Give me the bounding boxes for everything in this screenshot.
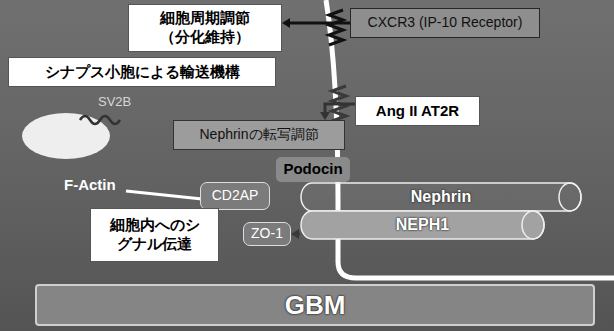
label-text: SV2B: [98, 94, 131, 109]
sv2b-protein: [80, 116, 120, 124]
process-box: Nephrinの転写調節: [173, 120, 345, 150]
node-text: Nephrin: [411, 187, 471, 207]
node-text: GBM: [285, 289, 346, 322]
protein-box: CD2AP: [200, 182, 270, 210]
arrow-connector: [282, 18, 350, 28]
protein-shape: Podocin: [276, 157, 350, 182]
receptor-box: Ang II AT2R: [355, 96, 480, 126]
process-box: 細胞周期調節 （分化維持）: [128, 4, 282, 52]
node-text: Podocin: [283, 160, 342, 179]
node-text: 細胞周期調節 （分化維持）: [135, 9, 275, 47]
arrow-line: [289, 22, 350, 25]
label-text: F-Actin: [64, 176, 116, 193]
membrane-band: GBM: [35, 284, 595, 326]
protein-cylinder: Nephrin: [300, 182, 582, 212]
receptor-box: CXCR3 (IP-10 Receptor): [350, 8, 540, 38]
node-text: ZO-1: [251, 225, 283, 243]
cylinder-end: [522, 211, 544, 239]
arrow-head: [320, 112, 330, 120]
node-text: Ang II AT2R: [376, 102, 459, 121]
node-text: シナプス小胞による輸送機構: [45, 63, 240, 82]
protein-box: ZO-1: [243, 222, 291, 246]
process-box: 細胞内へのシ グナル伝達: [90, 208, 219, 262]
f-actin-filament: [126, 191, 202, 199]
protein-label: SV2B: [98, 92, 131, 110]
arrow-head: [282, 18, 290, 28]
node-text: Nephrinの転写調節: [199, 126, 318, 144]
protein-label: F-Actin: [64, 176, 116, 194]
arrow-connector: [320, 104, 355, 120]
process-box: シナプス小胞による輸送機構: [8, 57, 276, 87]
protein-cylinder: NEPH1: [300, 210, 545, 240]
arrow-connector: [291, 229, 300, 239]
synaptic-vesicle: [22, 113, 110, 159]
cxcr3-receptor: [329, 10, 343, 45]
arrow-head: [291, 229, 299, 239]
arrow-line: [325, 104, 355, 113]
node-text: CXCR3 (IP-10 Receptor): [368, 14, 523, 32]
node-text: CD2AP: [212, 187, 259, 205]
cylinder-body: [301, 183, 581, 211]
node-text: 細胞内へのシ グナル伝達: [97, 216, 212, 254]
cylinder-body: [301, 211, 544, 239]
node-text: NEPH1: [396, 215, 449, 235]
cylinder-end: [559, 183, 581, 211]
